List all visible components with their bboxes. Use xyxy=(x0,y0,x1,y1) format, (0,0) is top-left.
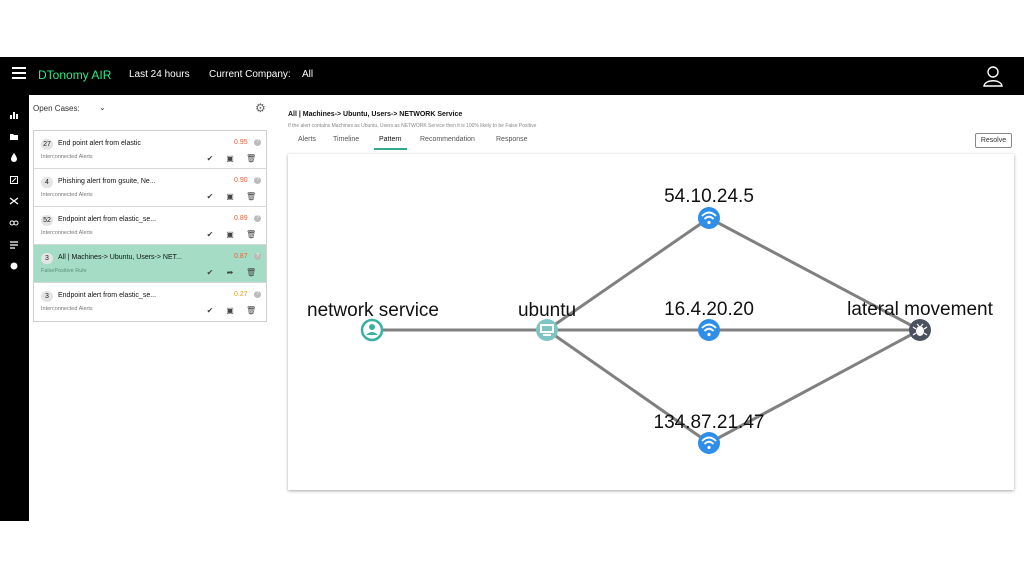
page-title: All | Machines-> Ubuntu, Users-> NETWORK… xyxy=(288,111,463,118)
case-subtitle: FalsePositive Rule xyxy=(41,268,87,274)
case-count-badge: 52 xyxy=(41,215,53,226)
case-score: 0.95 xyxy=(234,139,248,146)
case-count-badge: 4 xyxy=(41,177,53,188)
graph-node-lateral-movement[interactable]: lateral movement xyxy=(847,299,994,341)
info-icon[interactable]: ? xyxy=(254,139,261,146)
graph-edge xyxy=(708,216,921,332)
node-label: lateral movement xyxy=(847,299,993,320)
node-label: ubuntu xyxy=(518,300,576,321)
company-selector[interactable]: All xyxy=(302,69,314,80)
check-circle-icon[interactable]: ✔ xyxy=(206,154,214,163)
graph-node-network-service[interactable]: network service xyxy=(307,300,439,342)
trash-icon[interactable]: 🗑 xyxy=(246,154,257,163)
folder-icon[interactable] xyxy=(9,131,19,141)
graph-node-ip-1[interactable]: 54.10.24.5 xyxy=(664,186,754,229)
wifi-icon xyxy=(698,432,720,454)
wifi-icon xyxy=(698,207,720,229)
company-label: Current Company: xyxy=(209,69,291,80)
shuffle-icon[interactable] xyxy=(9,196,19,206)
pattern-graph: network service ubuntu 54.10.24.5 16.4.2… xyxy=(288,154,1014,490)
lock-icon[interactable]: ▣ xyxy=(226,154,234,163)
info-icon[interactable]: ? xyxy=(254,215,261,222)
link-icon[interactable] xyxy=(9,218,19,228)
case-item[interactable]: 27 End point alert from elastic Intercon… xyxy=(34,131,266,169)
case-count-badge: 3 xyxy=(41,291,53,302)
graph-edge xyxy=(546,216,710,332)
case-score: 0.87 xyxy=(234,253,248,260)
user-icon[interactable] xyxy=(982,65,1004,87)
open-cases-label: Open Cases: xyxy=(33,104,80,113)
case-subtitle: Interconnected Alerts xyxy=(41,192,93,198)
info-icon[interactable]: ? xyxy=(254,253,261,260)
edit-icon[interactable] xyxy=(9,175,19,185)
share-icon[interactable]: ➦ xyxy=(226,268,234,277)
trash-icon[interactable]: 🗑 xyxy=(246,192,257,201)
wifi-icon xyxy=(698,319,720,341)
case-count-badge: 27 xyxy=(41,139,53,150)
trash-icon[interactable]: 🗑 xyxy=(246,306,257,315)
case-subtitle: Interconnected Alerts xyxy=(41,154,93,160)
trash-icon[interactable]: 🗑 xyxy=(246,230,257,239)
lock-icon[interactable]: ▣ xyxy=(226,230,234,239)
case-title: Endpoint alert from elastic_se... xyxy=(58,216,157,223)
list-icon[interactable] xyxy=(9,240,19,250)
tab-recommendation[interactable]: Recommendation xyxy=(420,136,475,143)
case-score: 0.27 xyxy=(234,291,248,298)
tab-alerts[interactable]: Alerts xyxy=(298,136,316,143)
lock-icon[interactable]: ▣ xyxy=(226,306,234,315)
check-circle-icon[interactable]: ✔ xyxy=(206,268,214,277)
chevron-down-icon[interactable]: ⌄ xyxy=(99,103,106,112)
check-circle-icon[interactable]: ✔ xyxy=(206,192,214,201)
brand-title: DTonomy AIR xyxy=(38,68,112,82)
case-score: 0.89 xyxy=(234,215,248,222)
case-title: Endpoint alert from elastic_se... xyxy=(58,292,157,299)
case-title: All | Machines-> Ubuntu, Users-> NET... xyxy=(58,254,182,261)
graph-edge xyxy=(546,328,710,445)
trash-icon[interactable]: 🗑 xyxy=(246,268,257,277)
info-icon[interactable]: ? xyxy=(254,291,261,298)
case-score: 0.90 xyxy=(234,177,248,184)
graph-node-ip-2[interactable]: 16.4.20.20 xyxy=(664,299,754,341)
case-item[interactable]: 4 Phishing alert from gsuite, Ne... Inte… xyxy=(34,169,266,207)
tab-timeline[interactable]: Timeline xyxy=(333,136,360,143)
case-item[interactable]: 52 Endpoint alert from elastic_se... Int… xyxy=(34,207,266,245)
resolve-button[interactable]: Resolve xyxy=(975,133,1012,148)
case-subtitle: Interconnected Alerts xyxy=(41,230,93,236)
chart-icon[interactable] xyxy=(9,110,19,120)
case-subtitle: Interconnected Alerts xyxy=(41,306,93,312)
graph-node-ubuntu[interactable]: ubuntu xyxy=(518,300,576,341)
case-item[interactable]: 3 All | Machines-> Ubuntu, Users-> NET..… xyxy=(34,245,266,283)
check-circle-icon[interactable]: ✔ xyxy=(206,306,214,315)
node-label: network service xyxy=(307,300,439,321)
node-label: 54.10.24.5 xyxy=(664,186,754,207)
menu-icon[interactable] xyxy=(12,67,26,81)
case-list: 27 End point alert from elastic Intercon… xyxy=(33,130,267,322)
tab-response[interactable]: Response xyxy=(496,136,528,143)
nav-rail xyxy=(0,95,29,521)
graph-node-ip-3[interactable]: 134.87.21.47 xyxy=(654,412,765,454)
case-title: Phishing alert from gsuite, Ne... xyxy=(58,178,156,185)
node-label: 134.87.21.47 xyxy=(654,412,765,433)
case-title: End point alert from elastic xyxy=(58,140,141,147)
tab-pattern[interactable]: Pattern xyxy=(374,136,407,150)
case-count-badge: 3 xyxy=(41,253,53,264)
lock-icon[interactable]: ▣ xyxy=(226,192,234,201)
gear-icon[interactable]: ⚙ xyxy=(255,101,266,115)
time-range-selector[interactable]: Last 24 hours xyxy=(129,69,190,80)
graph-edge xyxy=(708,328,921,445)
dot-icon[interactable] xyxy=(9,261,19,271)
info-icon[interactable]: ? xyxy=(254,177,261,184)
drop-icon[interactable] xyxy=(9,152,19,162)
top-bar: DTonomy AIR Last 24 hours Current Compan… xyxy=(0,57,1024,95)
node-label: 16.4.20.20 xyxy=(664,299,754,320)
case-item[interactable]: 3 Endpoint alert from elastic_se... Inte… xyxy=(34,283,266,321)
rule-description: If the alert contains Machines as Ubuntu… xyxy=(288,123,537,129)
check-circle-icon[interactable]: ✔ xyxy=(206,230,214,239)
